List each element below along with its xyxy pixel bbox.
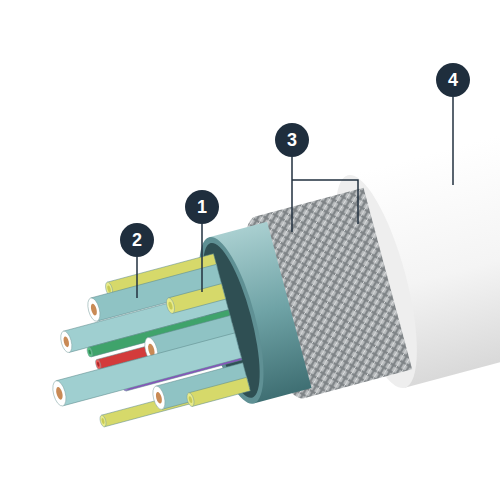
- callout-circle: [275, 123, 309, 157]
- conductor-end: [99, 415, 107, 428]
- conductor-core: [90, 303, 98, 316]
- conductor-core: [155, 391, 163, 404]
- callout-circle: [436, 63, 470, 97]
- cable: [19, 92, 500, 476]
- conductor-core: [168, 301, 173, 310]
- conductor-body: [189, 377, 251, 406]
- callout-circles: [120, 63, 470, 257]
- conductor-core: [96, 362, 99, 367]
- conductor-core: [101, 418, 105, 424]
- conductor-end: [86, 297, 103, 323]
- conductor-end: [50, 379, 68, 407]
- conductor-end: [186, 392, 196, 407]
- leader-line: [201, 224, 203, 292]
- conductor-core: [88, 349, 91, 354]
- conductor-end: [95, 359, 102, 370]
- conductor-end: [151, 385, 168, 411]
- conductor-end: [59, 330, 74, 354]
- leader-line: [452, 97, 454, 185]
- conductor-core: [107, 285, 112, 293]
- bracket-line: [292, 157, 358, 232]
- callout-number: 4: [436, 63, 470, 97]
- conductor-end: [165, 297, 176, 314]
- inner-conductors: [29, 254, 250, 441]
- conductor: [165, 284, 226, 315]
- conductor: [186, 377, 251, 407]
- callout-circle: [185, 190, 219, 224]
- conductor-core: [188, 396, 193, 404]
- callout-circle: [120, 223, 154, 257]
- callout-number: 1: [185, 190, 219, 224]
- callout-number: 3: [275, 123, 309, 157]
- callout-number: 2: [120, 223, 154, 257]
- conductor-body: [168, 284, 225, 314]
- conductor-core: [63, 336, 71, 348]
- leader-lines: [137, 97, 453, 298]
- conductor-core: [55, 386, 64, 400]
- leader-line: [136, 257, 138, 298]
- conductor-end: [86, 347, 93, 358]
